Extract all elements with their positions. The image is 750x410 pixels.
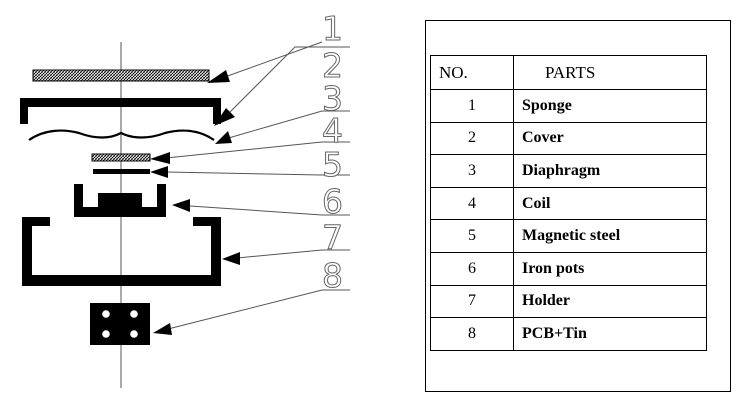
header-no: NO. [430, 55, 514, 90]
callout-numbers: 1 2 3 4 5 6 7 8 [322, 9, 344, 296]
parts-table-frame [425, 20, 731, 392]
callout-number-1: 1 [322, 9, 343, 48]
callout-leader-7 [222, 249, 350, 265]
callout-number-6: 6 [322, 182, 343, 221]
table-row: 4 Coil [430, 186, 707, 221]
pcb-tin-dot [130, 330, 138, 338]
callout-leader-8 [153, 289, 350, 335]
part-pcb-tin [90, 303, 150, 345]
row-part-name: Magnetic steel [513, 219, 707, 253]
part-sponge [32, 69, 210, 82]
table-row: 7 Holder [430, 284, 707, 319]
callout-leader-2 [214, 46, 350, 126]
part-iron-pots [74, 184, 166, 217]
pcb-tin-dot [102, 330, 110, 338]
row-number: 6 [430, 251, 514, 286]
row-number: 4 [430, 186, 514, 221]
table-row: 6 Iron pots [430, 251, 707, 286]
row-part-name: Holder [513, 284, 707, 319]
callout-number-3: 3 [322, 79, 343, 118]
row-number: 3 [430, 154, 514, 188]
table-row: 2 Cover [430, 121, 707, 156]
row-number: 5 [430, 219, 514, 253]
part-coil [91, 153, 151, 162]
row-number: 7 [430, 284, 514, 319]
table-row: 5 Magnetic steel [430, 219, 707, 253]
row-number: 8 [430, 317, 514, 351]
row-part-name: Iron pots [513, 251, 707, 286]
row-part-name: PCB+Tin [513, 317, 707, 351]
row-part-name: Cover [513, 121, 707, 156]
table-row: 8 PCB+Tin [430, 317, 707, 351]
callout-leader-5 [150, 166, 350, 178]
row-part-name: Coil [513, 186, 707, 221]
row-number: 1 [430, 89, 514, 123]
table-row: 1 Sponge [430, 89, 707, 123]
callout-number-7: 7 [322, 218, 343, 257]
header-parts: PARTS [513, 55, 707, 90]
part-holder [22, 217, 221, 286]
row-part-name: Diaphragm [513, 154, 707, 188]
callout-number-4: 4 [322, 111, 343, 150]
part-cover [20, 98, 221, 124]
callout-leader-6 [172, 199, 350, 216]
parts-table: NO. PARTS 1 Sponge 2 Cover 3 Diaphragm 4… [430, 55, 707, 351]
callout-number-2: 2 [322, 46, 343, 85]
callout-number-8: 8 [322, 256, 343, 295]
row-number: 2 [430, 121, 514, 156]
part-iron-pots-core [98, 193, 142, 207]
callout-leader-4 [150, 141, 350, 164]
callout-number-5: 5 [322, 145, 343, 184]
part-diaphragm [28, 129, 215, 141]
part-magnetic-steel [93, 169, 150, 174]
table-row: 3 Diaphragm [430, 154, 707, 188]
exploded-view-diagram: 1 2 3 4 5 6 7 8 [20, 9, 350, 388]
callout-leader-1 [207, 41, 323, 83]
row-part-name: Sponge [513, 89, 707, 123]
pcb-tin-dot [130, 310, 138, 318]
callout-leader-3 [215, 110, 350, 144]
pcb-tin-dot [102, 310, 110, 318]
table-header-row: NO. PARTS [430, 55, 707, 90]
